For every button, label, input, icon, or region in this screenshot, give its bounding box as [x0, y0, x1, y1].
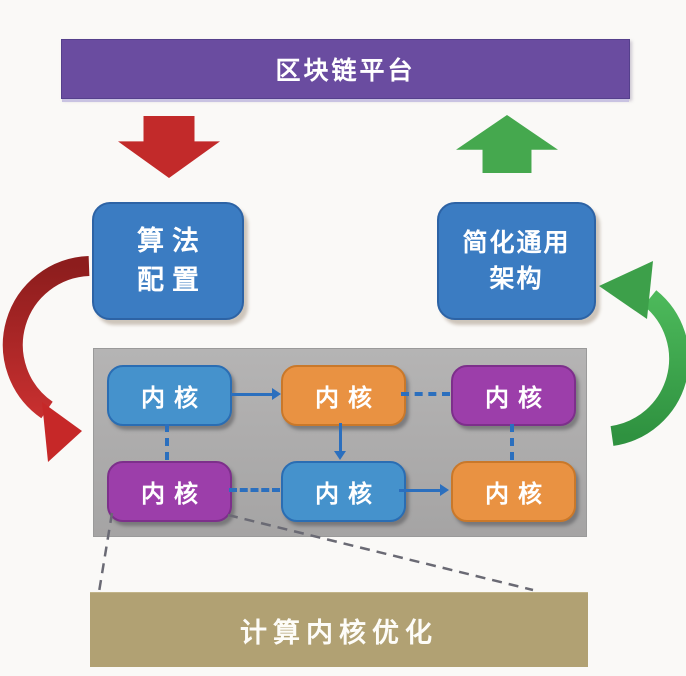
connector-arrowhead-right-r2 [440, 484, 449, 496]
algorithm-config-line2: 配置 [137, 265, 207, 295]
blockchain-platform-label: 区块链平台 [275, 57, 416, 85]
kernel-label: 内核 [315, 385, 381, 412]
kernel-label: 内核 [485, 481, 551, 508]
kernel-node-r2c1: 内核 [107, 461, 232, 522]
connector-solid-r1c1-r1c2 [231, 393, 273, 396]
connector-solid-r2c2-r2c3 [399, 489, 441, 492]
kernel-node-r1c3: 内核 [451, 365, 576, 426]
connector-arrowhead-down-col2 [334, 451, 346, 460]
compute-kernel-optimization-label: 计算内核优化 [240, 617, 438, 648]
algorithm-config-box: 算法 配置 [92, 202, 244, 320]
connector-dashed-r1c2-r1c3 [401, 392, 450, 396]
connector-dashed-r2c1-r2c2 [229, 488, 280, 492]
simplified-architecture-line1: 简化通用 [462, 228, 571, 257]
simplified-architecture-line2: 架构 [489, 265, 544, 293]
connector-dashed-col1 [165, 424, 169, 460]
blockchain-platform-banner: 区块链平台 [61, 39, 630, 99]
kernel-node-r2c3: 内核 [451, 461, 576, 522]
red-curved-arrow-icon [2, 256, 90, 462]
simplified-architecture-box: 简化通用 架构 [437, 202, 596, 320]
connector-arrowhead-right-r1 [272, 388, 281, 400]
kernel-label: 内核 [485, 385, 551, 412]
kernel-node-r1c1: 内核 [107, 365, 232, 426]
red-down-arrow-icon [118, 116, 220, 178]
connector-solid-col2 [339, 423, 342, 452]
green-up-arrow-icon [456, 115, 558, 173]
kernel-node-r2c2: 内核 [281, 461, 406, 522]
connector-dashed-col3 [510, 424, 514, 460]
kernel-label: 内核 [315, 481, 381, 508]
kernel-node-r1c2: 内核 [281, 365, 406, 426]
compute-kernel-optimization-box: 计算内核优化 [90, 592, 588, 667]
kernel-label: 内核 [141, 481, 207, 508]
algorithm-config-line1: 算法 [137, 225, 207, 256]
kernel-label: 内核 [141, 385, 207, 412]
green-curved-arrow-icon [599, 261, 686, 446]
